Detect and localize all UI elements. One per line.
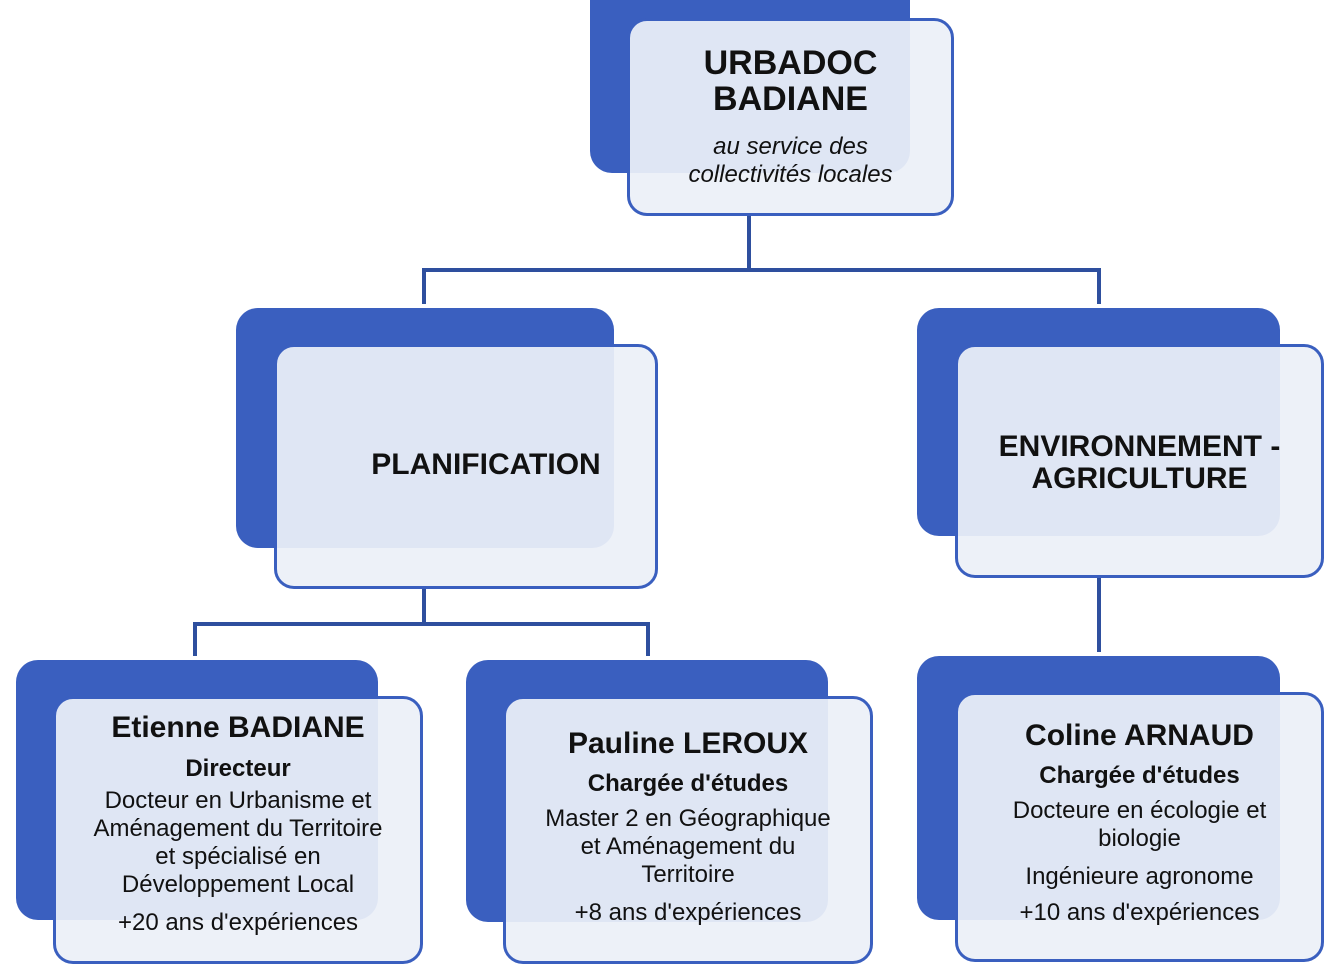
description-line: biologie — [1098, 825, 1181, 852]
person-name: Pauline LEROUX — [567, 727, 809, 760]
description-line: Docteur en Urbanisme et — [104, 787, 372, 814]
person-description: Docteur en Urbanisme et Aménagement du T… — [56, 787, 420, 899]
root-title-line: URBADOC — [703, 44, 878, 82]
person-experience: +20 ans d'expériences — [117, 909, 359, 936]
environnement-title-line: AGRICULTURE — [1031, 462, 1248, 495]
person-extra: Ingénieure agronome — [1025, 863, 1254, 890]
badiane-card: Etienne BADIANE Directeur Docteur en Urb… — [53, 696, 423, 964]
description-line: Aménagement du Territoire — [93, 815, 383, 842]
person-name: Etienne BADIANE — [111, 711, 365, 744]
root-subtitle-line: au service des — [713, 133, 868, 160]
environnement-title-line: ENVIRONNEMENT - — [998, 430, 1281, 463]
person-description: Master 2 en Géographique et Aménagement … — [506, 805, 870, 889]
person-experience: +10 ans d'expériences — [1019, 899, 1260, 926]
description-line: Docteure en écologie et — [1012, 797, 1267, 824]
leroux-card: Pauline LEROUX Chargée d'études Master 2… — [503, 696, 873, 964]
environnement-card: ENVIRONNEMENT - AGRICULTURE — [955, 344, 1324, 578]
person-name: Coline ARNAUD — [1025, 719, 1254, 752]
person-role: Chargée d'études — [587, 770, 789, 797]
person-role: Directeur — [185, 755, 291, 782]
environnement-title: ENVIRONNEMENT - AGRICULTURE — [958, 431, 1321, 495]
arnaud-card: Coline ARNAUD Chargée d'études Docteure … — [955, 692, 1324, 962]
description-line: et Aménagement du — [580, 833, 796, 860]
root-title-line: BADIANE — [713, 80, 868, 118]
planification-card: PLANIFICATION — [274, 344, 658, 589]
person-role: Chargée d'études — [1039, 762, 1240, 789]
description-line: Master 2 en Géographique — [545, 805, 831, 832]
person-experience: +8 ans d'expériences — [574, 899, 802, 926]
root-subtitle: au service des collectivités locales — [630, 133, 951, 189]
person-description: Docteure en écologie et biologie — [958, 797, 1321, 853]
description-line: Territoire — [641, 861, 735, 888]
description-line: Développement Local — [121, 871, 355, 898]
root-subtitle-line: collectivités locales — [688, 161, 893, 188]
root-title: URBADOC BADIANE — [630, 45, 951, 117]
planification-title: PLANIFICATION — [371, 447, 601, 481]
root-node-card: URBADOC BADIANE au service des collectiv… — [627, 18, 954, 216]
description-line: et spécialisé en — [155, 843, 321, 870]
